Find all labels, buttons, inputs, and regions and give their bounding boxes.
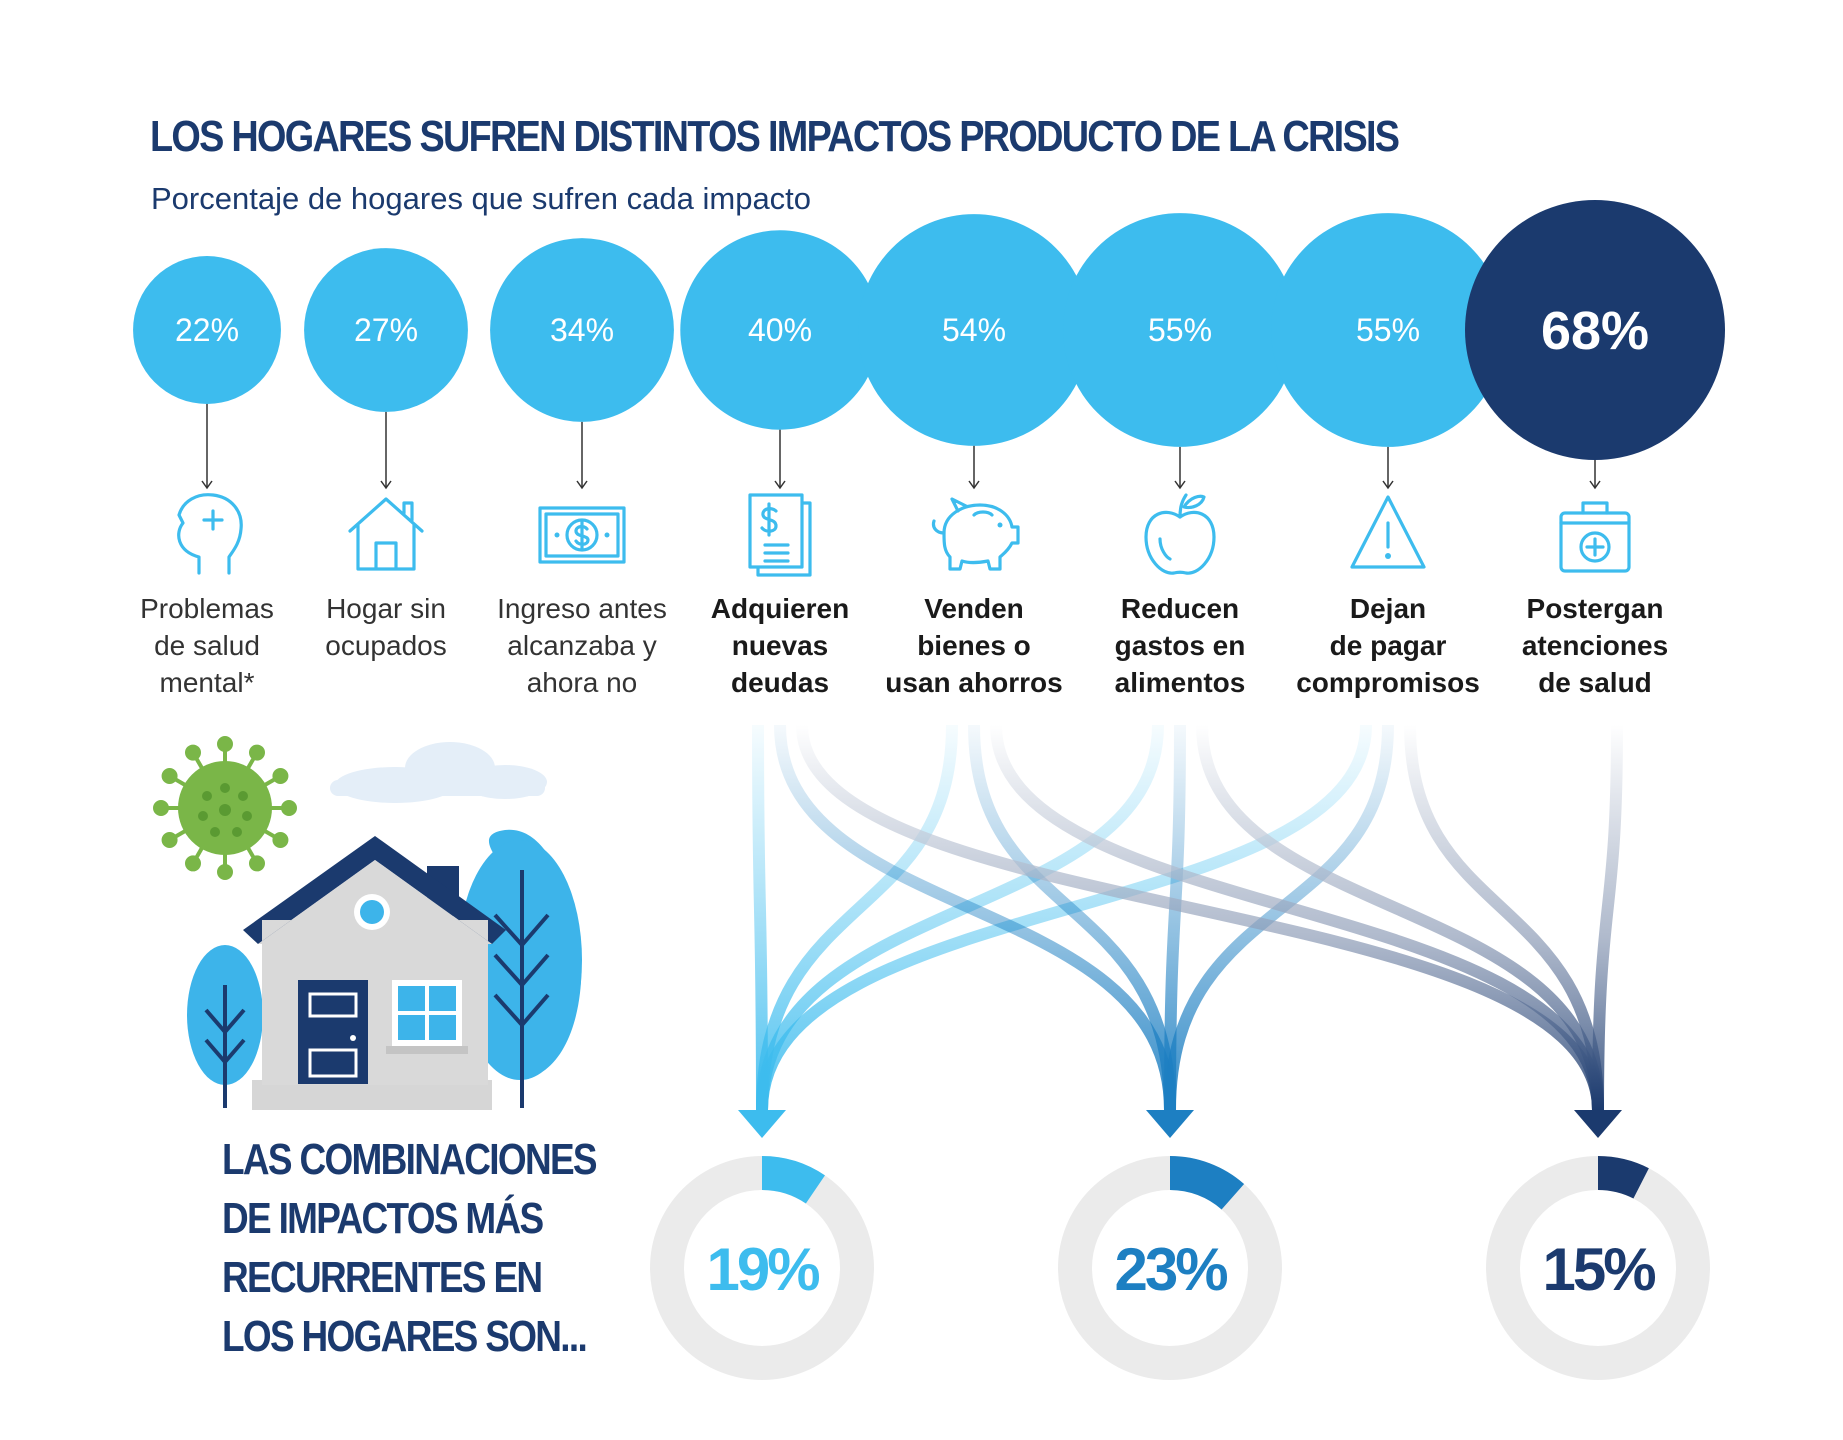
combinations-title-line: LOS HOGARES SON... [222, 1312, 588, 1361]
flow-ribbon [756, 724, 1164, 1111]
flow-arrowhead [1574, 1110, 1622, 1138]
impact-label: Problemas [140, 593, 274, 624]
flow-ribbon [774, 724, 1176, 1111]
impact-label: atenciones [1522, 630, 1668, 661]
impact-value-label: 55% [1356, 312, 1420, 348]
flow-ribbon [1592, 724, 1623, 1111]
arrow-layer [738, 1110, 1622, 1138]
donut-arc [1058, 1156, 1282, 1380]
flow-ribbon [796, 724, 1604, 1111]
impact-bubble [304, 248, 468, 412]
impact-label: Hogar sin [326, 593, 446, 624]
medical-kit-icon [1559, 501, 1631, 573]
impact-label: de salud [154, 630, 260, 661]
impact-bubble [1063, 213, 1297, 447]
impact-label: alcanzaba y [507, 630, 656, 661]
impact-value-label: 22% [175, 312, 239, 348]
impact-label: bienes o [917, 630, 1031, 661]
connector-arrowhead [201, 480, 213, 490]
virus-icon [153, 736, 297, 880]
piggy-bank-icon [931, 497, 1020, 571]
impact-bubble [490, 238, 674, 422]
impact-label: Venden [924, 593, 1024, 624]
flow-ribbon [1164, 724, 1394, 1111]
combinations-title-line: RECURRENTES EN [222, 1253, 543, 1302]
label-layer: Problemas de salud mental* Hogar sin ocupado… [140, 593, 1668, 698]
apple-icon [1144, 493, 1216, 575]
tree-icon [187, 945, 263, 1108]
impact-label: Dejan [1350, 593, 1426, 624]
connector-arrowhead [380, 480, 392, 490]
impact-label: gastos en [1115, 630, 1246, 661]
impact-bubble [680, 230, 880, 430]
flow-ribbon [968, 724, 1176, 1111]
impact-label: deudas [731, 667, 829, 698]
impact-label: ahora no [527, 667, 638, 698]
impact-label: ocupados [325, 630, 446, 661]
impact-bubble [133, 256, 281, 404]
impact-label: Postergan [1527, 593, 1664, 624]
impact-value-label: 55% [1148, 312, 1212, 348]
impact-label: compromisos [1296, 667, 1480, 698]
connector-arrowhead [774, 480, 786, 490]
impact-label: alimentos [1115, 667, 1246, 698]
flow-arrowhead [738, 1110, 786, 1138]
impact-label: Ingreso antes [497, 593, 667, 624]
house-building [243, 836, 506, 1110]
flow-ribbon [1196, 724, 1604, 1111]
impact-value-label: 40% [748, 312, 812, 348]
impact-label: nuevas [732, 630, 829, 661]
tree-icon [458, 829, 582, 1108]
impact-bubble [1465, 200, 1725, 460]
impact-label: Adquieren [711, 593, 849, 624]
impact-label: mental* [160, 667, 255, 698]
connector-arrowhead [1174, 480, 1186, 490]
combinations-title-line: DE IMPACTOS MÁS [222, 1194, 544, 1243]
connector-layer [201, 403, 1601, 490]
flow-ribbon [990, 724, 1604, 1111]
impact-label: de salud [1538, 667, 1652, 698]
donut-layer: 19% 23% 15% [650, 1156, 1710, 1380]
bubble-layer: 22% 27% 34% 40% 54% 55% 55% 68% [133, 200, 1725, 460]
flow-ribbon [756, 724, 958, 1111]
connector-arrowhead [968, 480, 980, 490]
donut-arc [650, 1156, 874, 1380]
banknote-icon [538, 506, 626, 564]
warning-triangle-icon [1350, 495, 1426, 569]
impact-value-label: 27% [354, 312, 418, 348]
connector-arrowhead [1589, 480, 1601, 490]
flow-ribbon [752, 724, 768, 1111]
combinations-title-line: LAS COMBINACIONES [222, 1135, 598, 1184]
impact-label: Reducen [1121, 593, 1239, 624]
impact-bubble [858, 214, 1090, 446]
icon-layer [177, 493, 1631, 577]
donut-arc [1486, 1156, 1710, 1380]
flow-layer [752, 724, 1623, 1111]
connector-arrowhead [1382, 480, 1394, 490]
impact-value-label: 34% [550, 312, 614, 348]
impact-value-label: 68% [1541, 301, 1649, 361]
donut-value-label: 15% [1542, 1236, 1655, 1303]
document-dollar-icon [748, 493, 812, 577]
combinations-title: LAS COMBINACIONES DE IMPACTOS MÁS RECURR… [222, 1130, 598, 1366]
page-title: LOS HOGARES SUFREN DISTINTOS IMPACTOS PR… [150, 112, 1400, 161]
cloud-icon [330, 742, 547, 803]
impact-label: usan ahorros [885, 667, 1062, 698]
connector-arrowhead [576, 480, 588, 490]
donut-value-label: 23% [1114, 1236, 1227, 1303]
donut-value-label: 19% [706, 1236, 819, 1303]
impact-label: de pagar [1330, 630, 1447, 661]
house-illustration [153, 736, 582, 1110]
flow-ribbon [1404, 724, 1604, 1111]
head-plus-icon [177, 493, 243, 575]
impact-bubble [1271, 213, 1505, 447]
impact-value-label: 54% [942, 312, 1006, 348]
flow-arrowhead [1146, 1110, 1194, 1138]
page-subtitle: Porcentaje de hogares que sufren cada im… [151, 181, 812, 216]
house-icon [348, 497, 424, 571]
